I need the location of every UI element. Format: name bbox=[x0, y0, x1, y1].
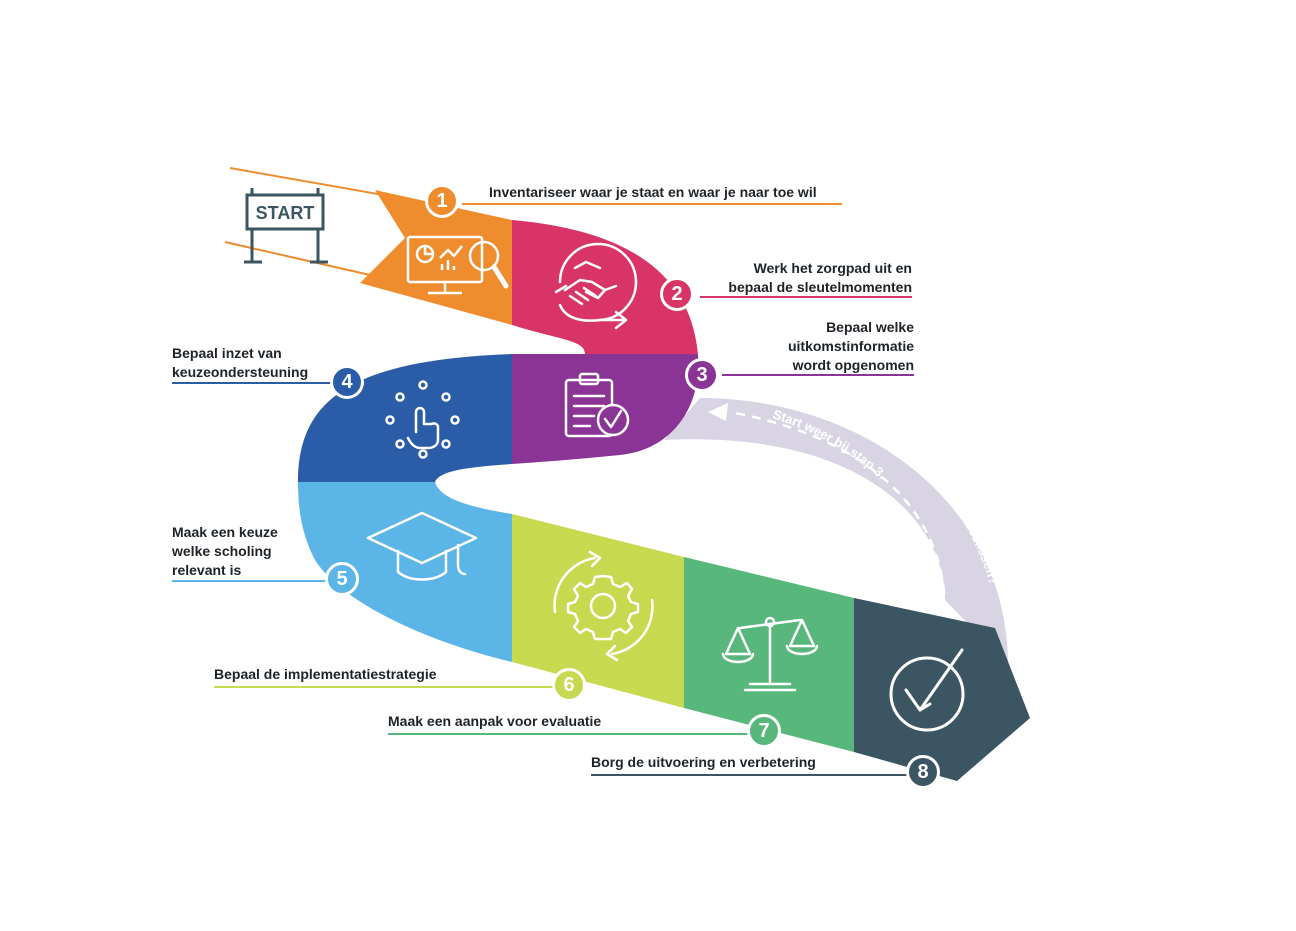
step-1-number: 1 bbox=[425, 184, 459, 218]
step-7-label: Maak een aanpak voor evaluatie bbox=[388, 713, 602, 729]
step-8-label: Borg de uitvoering en verbetering bbox=[591, 754, 816, 770]
start-sign: START bbox=[224, 167, 441, 276]
start-label: START bbox=[256, 203, 315, 223]
clipboard-check-icon bbox=[564, 372, 630, 438]
gear-cycle-icon bbox=[553, 550, 654, 662]
graduation-cap-icon bbox=[366, 511, 478, 581]
step-7-rule bbox=[388, 733, 748, 735]
segment-4 bbox=[298, 354, 512, 482]
monitor-magnifier-icon bbox=[406, 235, 509, 295]
segment-8 bbox=[854, 598, 1030, 781]
step-4-number: 4 bbox=[330, 365, 364, 399]
step-3-rule bbox=[722, 374, 914, 376]
step-6-rule bbox=[214, 686, 554, 688]
step-8-number: 8 bbox=[906, 755, 940, 789]
checkmark-circle-icon bbox=[889, 648, 965, 732]
segment-5 bbox=[298, 482, 512, 662]
step-1-rule bbox=[462, 203, 842, 205]
handshake-cycle-icon bbox=[554, 242, 638, 330]
segment-6 bbox=[512, 514, 684, 708]
step-3-number: 3 bbox=[685, 358, 719, 392]
step-8-rule bbox=[591, 774, 909, 776]
step-5-rule bbox=[172, 580, 328, 582]
step-6-label: Bepaal de implementatiestrategie bbox=[214, 666, 437, 682]
step-1-label: Inventariseer waar je staat en waar je n… bbox=[489, 184, 817, 200]
step-4-rule bbox=[172, 382, 332, 384]
step-2-number: 2 bbox=[660, 277, 694, 311]
step-6-number: 6 bbox=[552, 668, 586, 702]
step-7-number: 7 bbox=[747, 714, 781, 748]
step-5-number: 5 bbox=[325, 562, 359, 596]
segment-1 bbox=[360, 190, 512, 325]
segment-2 bbox=[512, 220, 698, 354]
step-2-rule bbox=[700, 296, 912, 298]
finger-touch-icon bbox=[385, 380, 460, 459]
balance-scale-icon bbox=[721, 616, 819, 692]
